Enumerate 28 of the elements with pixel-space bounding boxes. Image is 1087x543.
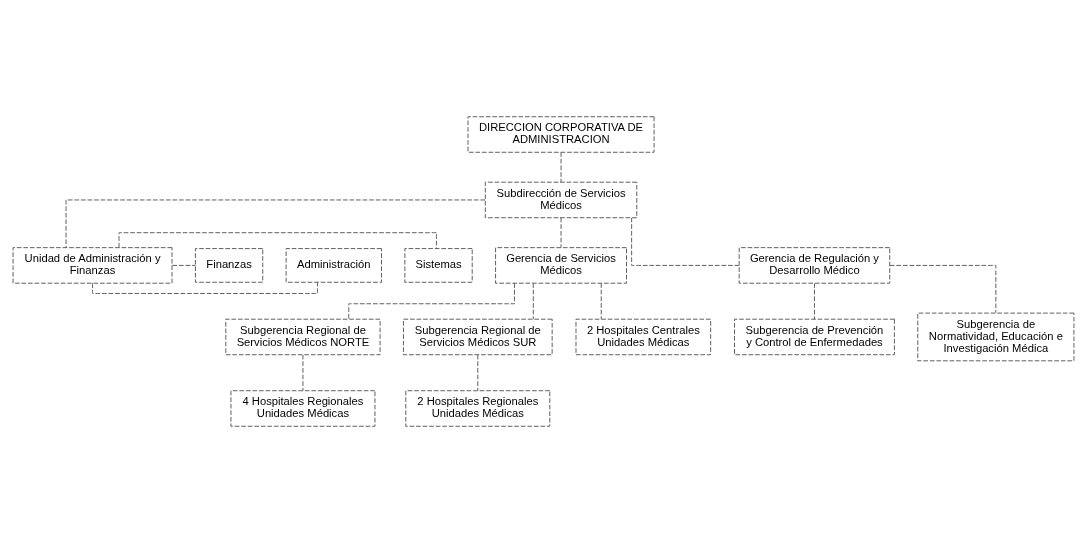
node-box: Unidad de Administración y Finanzas	[12, 247, 173, 284]
node-box: 2 Hospitales Regionales Unidades Médicas	[405, 390, 551, 427]
connector	[302, 354, 304, 392]
node-box: Subgerencia Regional de Servicios Médicos SUR	[403, 318, 553, 356]
node-box: Subgerencia de Normatividad, Educación e Investigación Médica	[917, 312, 1075, 362]
connector	[560, 217, 562, 249]
node-box: DIRECCION CORPORATIVA DE ADMINISTRACION	[467, 116, 655, 153]
connector	[532, 283, 534, 320]
node-box: Subgerencia de Prevención y Control de Enfermedades	[734, 318, 895, 356]
node-box: Subgerencia Regional de Servicios Médicos NORTE	[225, 318, 381, 356]
connector	[631, 217, 740, 266]
connector	[348, 282, 515, 320]
connector	[560, 151, 562, 183]
node-box: Sistemas	[404, 248, 473, 283]
connector	[889, 264, 997, 314]
connector	[477, 354, 479, 392]
connector	[171, 264, 196, 266]
node-box: Subdirección de Servicios Médicos	[484, 181, 638, 219]
connector	[600, 283, 602, 320]
node-box: Finanzas	[194, 248, 264, 283]
node-box: 4 Hospitales Regionales Unidades Médicas	[230, 390, 376, 427]
node-box: 2 Hospitales Centrales Unidades Médicas	[575, 318, 712, 356]
connector	[814, 283, 815, 320]
connector	[118, 232, 437, 249]
connector	[65, 199, 486, 248]
node-box: Gerencia de Regulación y Desarrollo Médico	[738, 247, 891, 284]
node-box: Administración	[285, 248, 382, 283]
node-box: Gerencia de Servicios Médicos	[495, 247, 627, 284]
